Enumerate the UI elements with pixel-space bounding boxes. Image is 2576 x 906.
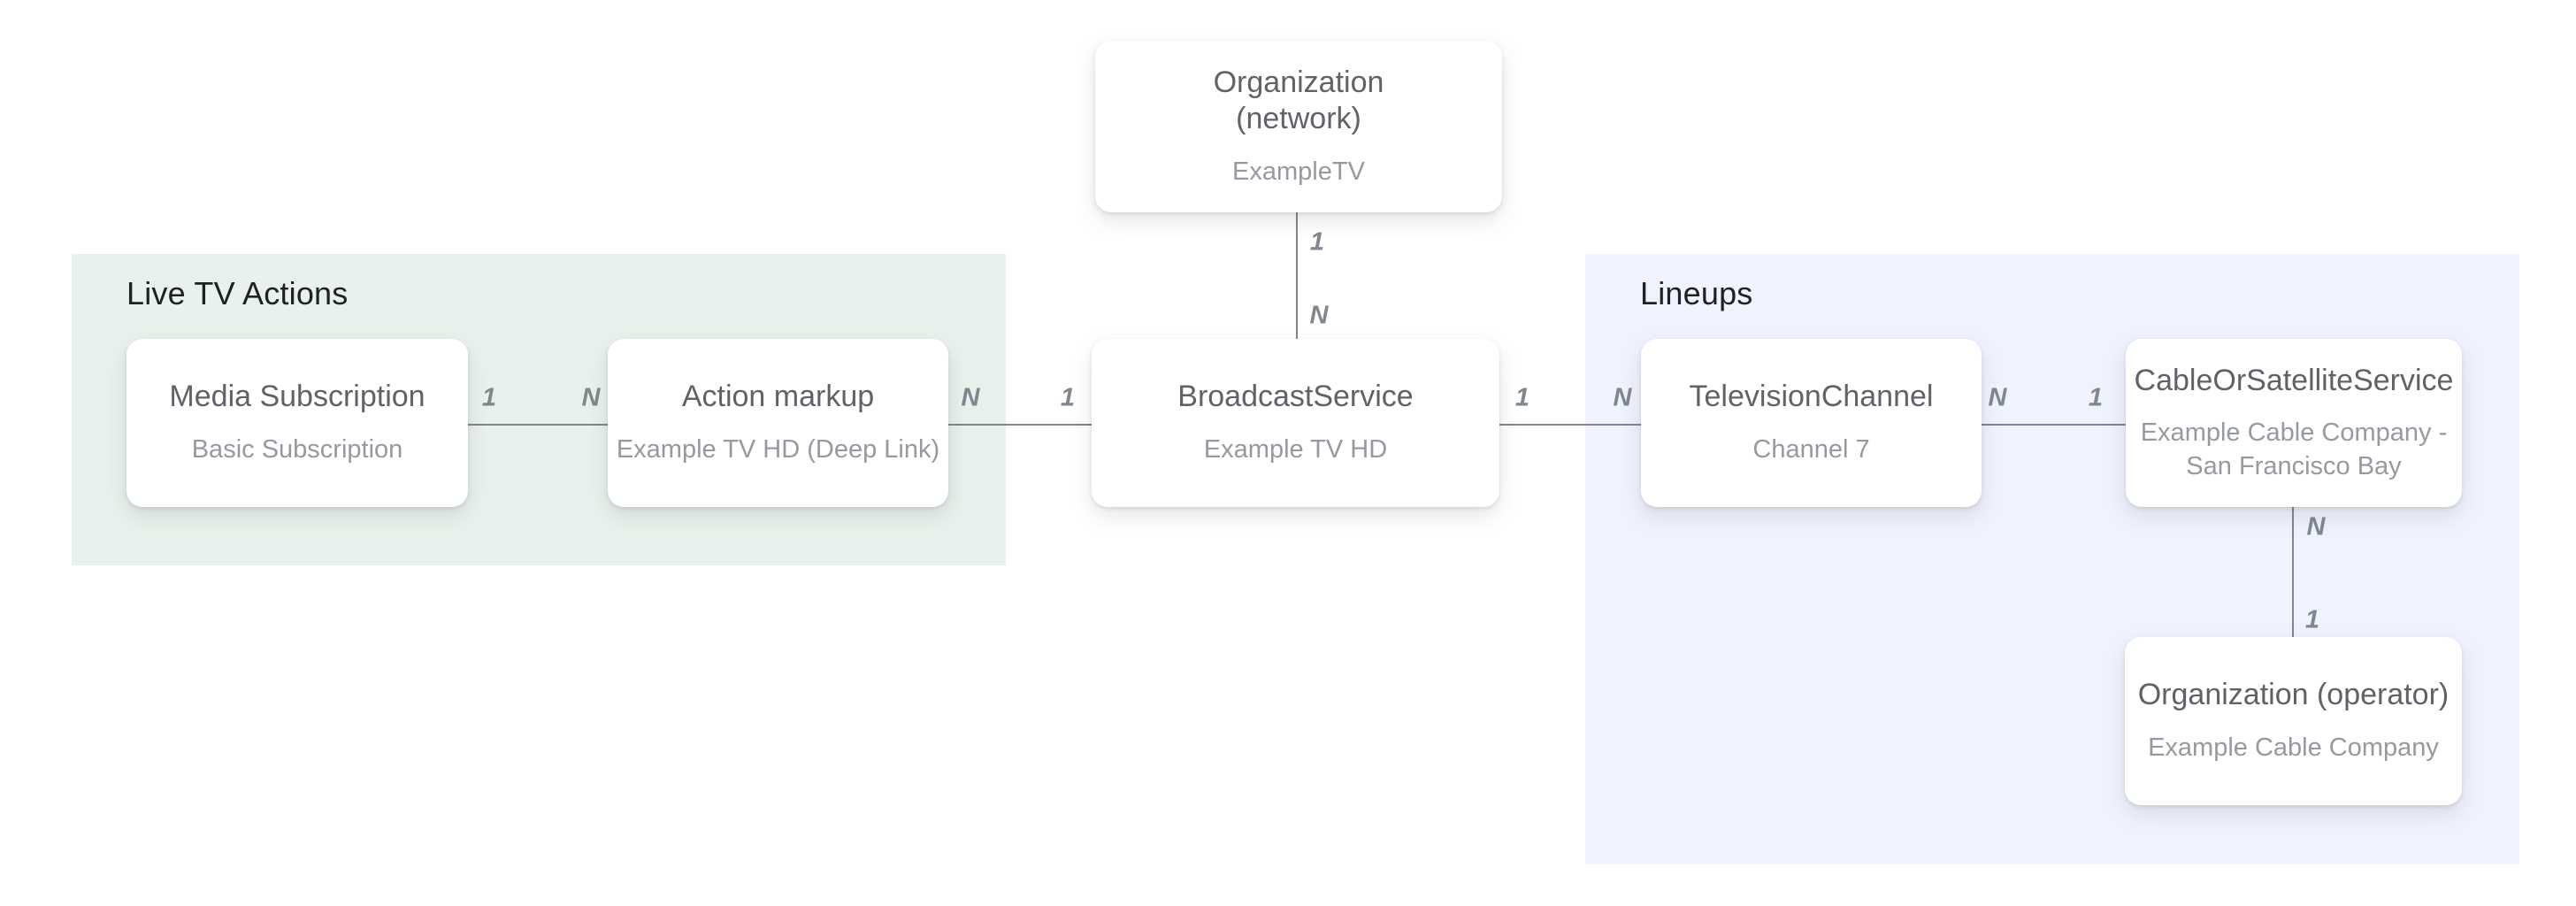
- entity-card-cable-or-satellite-service: CableOrSatelliteService Example Cable Co…: [2126, 339, 2462, 507]
- entity-title: Organization (network): [1213, 65, 1384, 136]
- cardinality-label-cable-1: 1: [2304, 605, 2320, 634]
- entity-title: Media Subscription: [169, 380, 426, 414]
- connector-television-channel-cable-service: [1982, 424, 2126, 426]
- entity-subtitle: Basic Subscription: [191, 434, 403, 464]
- cardinality-label-action-n: N: [961, 383, 980, 412]
- entity-title: TelevisionChannel: [1689, 380, 1934, 414]
- entity-card-action-markup: Action markup Example TV HD (Deep Link): [608, 339, 948, 507]
- group-live-tv-actions-label: Live TV Actions: [126, 275, 349, 311]
- entity-card-broadcast-service: BroadcastService Example TV HD: [1092, 339, 1499, 507]
- connector-action-markup-broadcast-service: [948, 424, 1092, 426]
- entity-title: CableOrSatelliteService: [2134, 363, 2454, 397]
- connector-org-network-broadcast-service: [1296, 212, 1298, 339]
- entity-card-organization-network: Organization (network) ExampleTV: [1095, 41, 1502, 212]
- entity-subtitle: Example TV HD: [1203, 434, 1388, 464]
- entity-card-television-channel: TelevisionChannel Channel 7: [1641, 339, 1982, 507]
- entity-subtitle: ExampleTV: [1232, 157, 1365, 186]
- group-lineups-label: Lineups: [1640, 275, 1753, 311]
- connector-cable-service-org-operator: [2292, 507, 2294, 637]
- entity-card-organization-operator: Organization (operator) Example Cable Co…: [2125, 637, 2462, 805]
- cardinality-label-channel-1: 1: [2088, 383, 2104, 412]
- entity-subtitle: Example TV HD (Deep Link): [616, 434, 940, 464]
- cardinality-label-broadcast-1: 1: [1514, 383, 1530, 412]
- entity-title: BroadcastService: [1177, 380, 1414, 414]
- connector-broadcast-service-television-channel: [1499, 424, 1641, 426]
- entity-subtitle: Example Cable Company: [2148, 733, 2439, 762]
- cardinality-label-subscription-1: 1: [481, 383, 497, 412]
- entity-card-media-subscription: Media Subscription Basic Subscription: [126, 339, 468, 507]
- entity-subtitle: Channel 7: [1752, 434, 1870, 464]
- entity-subtitle: Example Cable Company - San Francisco Ba…: [2140, 418, 2448, 480]
- cardinality-label-network-1: 1: [1309, 227, 1325, 257]
- connector-media-subscription-action-markup: [468, 424, 608, 426]
- cardinality-label-subscription-n: N: [581, 383, 601, 412]
- entity-title: Organization (operator): [2137, 678, 2450, 712]
- cardinality-label-broadcast-n: N: [1613, 383, 1632, 412]
- cardinality-label-network-n: N: [1309, 301, 1329, 330]
- cardinality-label-action-1: 1: [1060, 383, 1076, 412]
- cardinality-label-channel-n: N: [1988, 383, 2007, 412]
- entity-title: Action markup: [681, 380, 875, 414]
- cardinality-label-cable-n: N: [2306, 512, 2326, 541]
